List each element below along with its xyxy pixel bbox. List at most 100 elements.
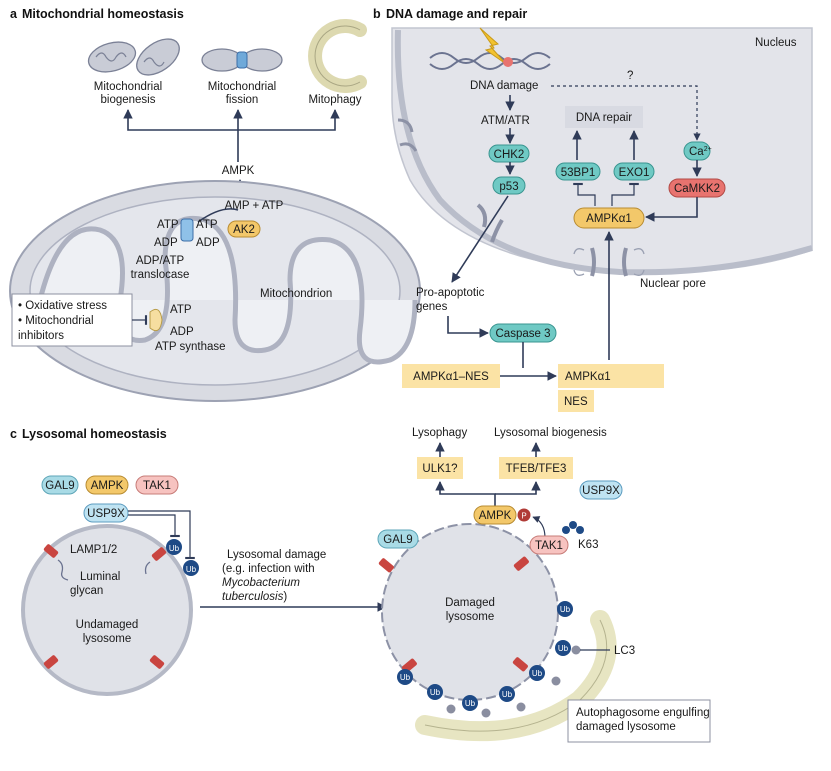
translocase-to-amp-arrow [197,208,239,223]
ampk-to-tfeb-arrow [495,481,541,495]
atp-synthase-icon [149,308,163,332]
p53-pill [492,176,526,195]
legend-tak1-label: TAK1 [143,480,171,492]
panel-a: a Mitochondrial homeostasis Mitochondria… [9,7,421,402]
phospho-label: P [521,512,526,521]
chk2-label: CHK2 [494,149,525,161]
usp9x-inhibit-line-1 [128,510,195,560]
damaged-label-line1: Damaged [445,597,495,609]
synthase-atp-label: ATP [170,304,192,316]
p53-to-genes-arrow [451,195,509,283]
biogenesis-label-line1: Mitochondrial [94,81,162,93]
stress-line2: • Mitochondrial [18,315,94,327]
k63-ubiquitin-chain-icon [562,521,584,534]
ampka1-fragment-box [558,364,664,388]
tak1-damaged-label: TAK1 [535,540,563,552]
biogenesis-label-line2: biogenesis [101,94,156,106]
translocase-label-line2: translocase [131,269,190,281]
exo1-pill [613,162,655,181]
tfeb-label: TFEB/TFE3 [506,463,567,475]
usp9x-right-pill [579,480,623,500]
ub-label-d1: Ub [560,605,571,614]
panel-c-letter: c [10,427,17,441]
ub-labels-damaged: Ub Ub Ub Ub Ub Ub Ub [400,605,571,708]
ampk-damaged-label: AMPK [479,510,512,522]
stress-line3: inhibitors [18,330,64,342]
panel-b: b DNA damage and repair Nucleus DNA dama… [373,7,813,412]
autophagosome-label-line1: Autophagosome engulfing [576,707,710,719]
glycan-label-line2: glycan [70,585,103,597]
nuclear-pore-icon-3 [397,118,418,152]
ub-damaged-1 [557,601,573,617]
ub-label-d3: Ub [532,669,543,678]
53bp1-label: 53BP1 [561,167,596,179]
lamp-protein-3 [43,655,59,669]
panel-a-title: Mitochondrial homeostasis [22,7,184,21]
autophagosome-label-line2: damaged lysosome [576,721,676,733]
ub-damaged-3 [529,665,545,681]
ak2-pill [227,220,261,238]
ub-label-d2: Ub [558,644,569,653]
lamp-damaged-2 [513,556,529,571]
lamp-damaged-4 [512,657,528,672]
translocase-atp-right: ATP [196,219,218,231]
usp9x-pill [83,503,129,523]
dna-to-calcium-dashed-arrow [551,85,701,141]
ub-label-d5: Ub [430,688,441,697]
tfeb-box [499,457,573,479]
lc3-dots [446,645,581,718]
dna-repair-label: DNA repair [576,112,632,124]
ub-damaged-2 [555,640,571,656]
nes-box [558,390,594,412]
mitochondrion-label: Mitochondrion [260,288,332,300]
ulk1-label: ULK1? [422,463,457,475]
panel-b-title: DNA damage and repair [386,7,527,21]
legend-gal9-label: GAL9 [45,480,74,492]
ampka1-nes-box [402,364,500,388]
tak1-pill-damaged [529,535,569,555]
translocase-adp-right: ADP [196,237,220,249]
atp-synthase-label: ATP synthase [155,341,226,353]
mitochondrial-fission-icon [201,48,283,72]
ampk-label: AMPK [222,165,255,177]
damage-label-line1: Lysosomal damage [227,549,326,561]
glycan-label-line1: Luminal [80,571,120,583]
legend-ampk-pill [85,475,129,495]
ub-label-d7: Ub [502,690,513,699]
lysosomal-biogenesis-label: Lysosomal biogenesis [494,427,607,439]
dna-damage-label: DNA damage [470,80,538,92]
lamp-label: LAMP1/2 [70,544,117,556]
mitophagy-icon [308,19,367,93]
ampk-to-ulk1-arrow [435,481,496,506]
ub-label-d4: Ub [400,673,411,682]
undamaged-lysosome [21,524,193,696]
nucleus-label: Nucleus [755,37,797,49]
tak1-phospho-arrow [532,516,546,539]
dna-repair-box [565,106,643,128]
ub-damaged-6 [462,695,478,711]
stress-line1: • Oxidative stress [18,300,107,312]
nuclear-envelope [394,29,813,276]
damage-site-icon [503,57,513,67]
ub-label-2: Ub [186,565,197,574]
camkk2-label: CaMKK2 [674,183,720,195]
translocase-atp-left: ATP [157,219,179,231]
usp9x-inhibit-line-2 [128,514,180,538]
k63-label: K63 [578,539,598,551]
ub-icon-2 [183,560,199,576]
translocase-adp-left: ADP [154,237,178,249]
panel-a-letter: a [10,7,18,21]
ampka1-nes-label: AMPKα1–NES [413,371,489,383]
ampk-pill-damaged [473,505,517,525]
ub-label-1: Ub [169,544,180,553]
ampka1-label: AMPKα1 [586,213,632,225]
ub-icon-1 [166,539,182,555]
lamp-damaged-1 [378,558,394,573]
genes-to-caspase-arrow [447,316,489,338]
synthase-adp-label: ADP [170,326,194,338]
mitophagy-label: Mitophagy [308,94,361,106]
panel-c-title: Lysosomal homeostasis [22,427,167,441]
amp-atp-label: AMP + ATP [225,200,284,212]
ulk1-box [417,457,463,479]
undamaged-label-line2: lysosome [83,633,132,645]
